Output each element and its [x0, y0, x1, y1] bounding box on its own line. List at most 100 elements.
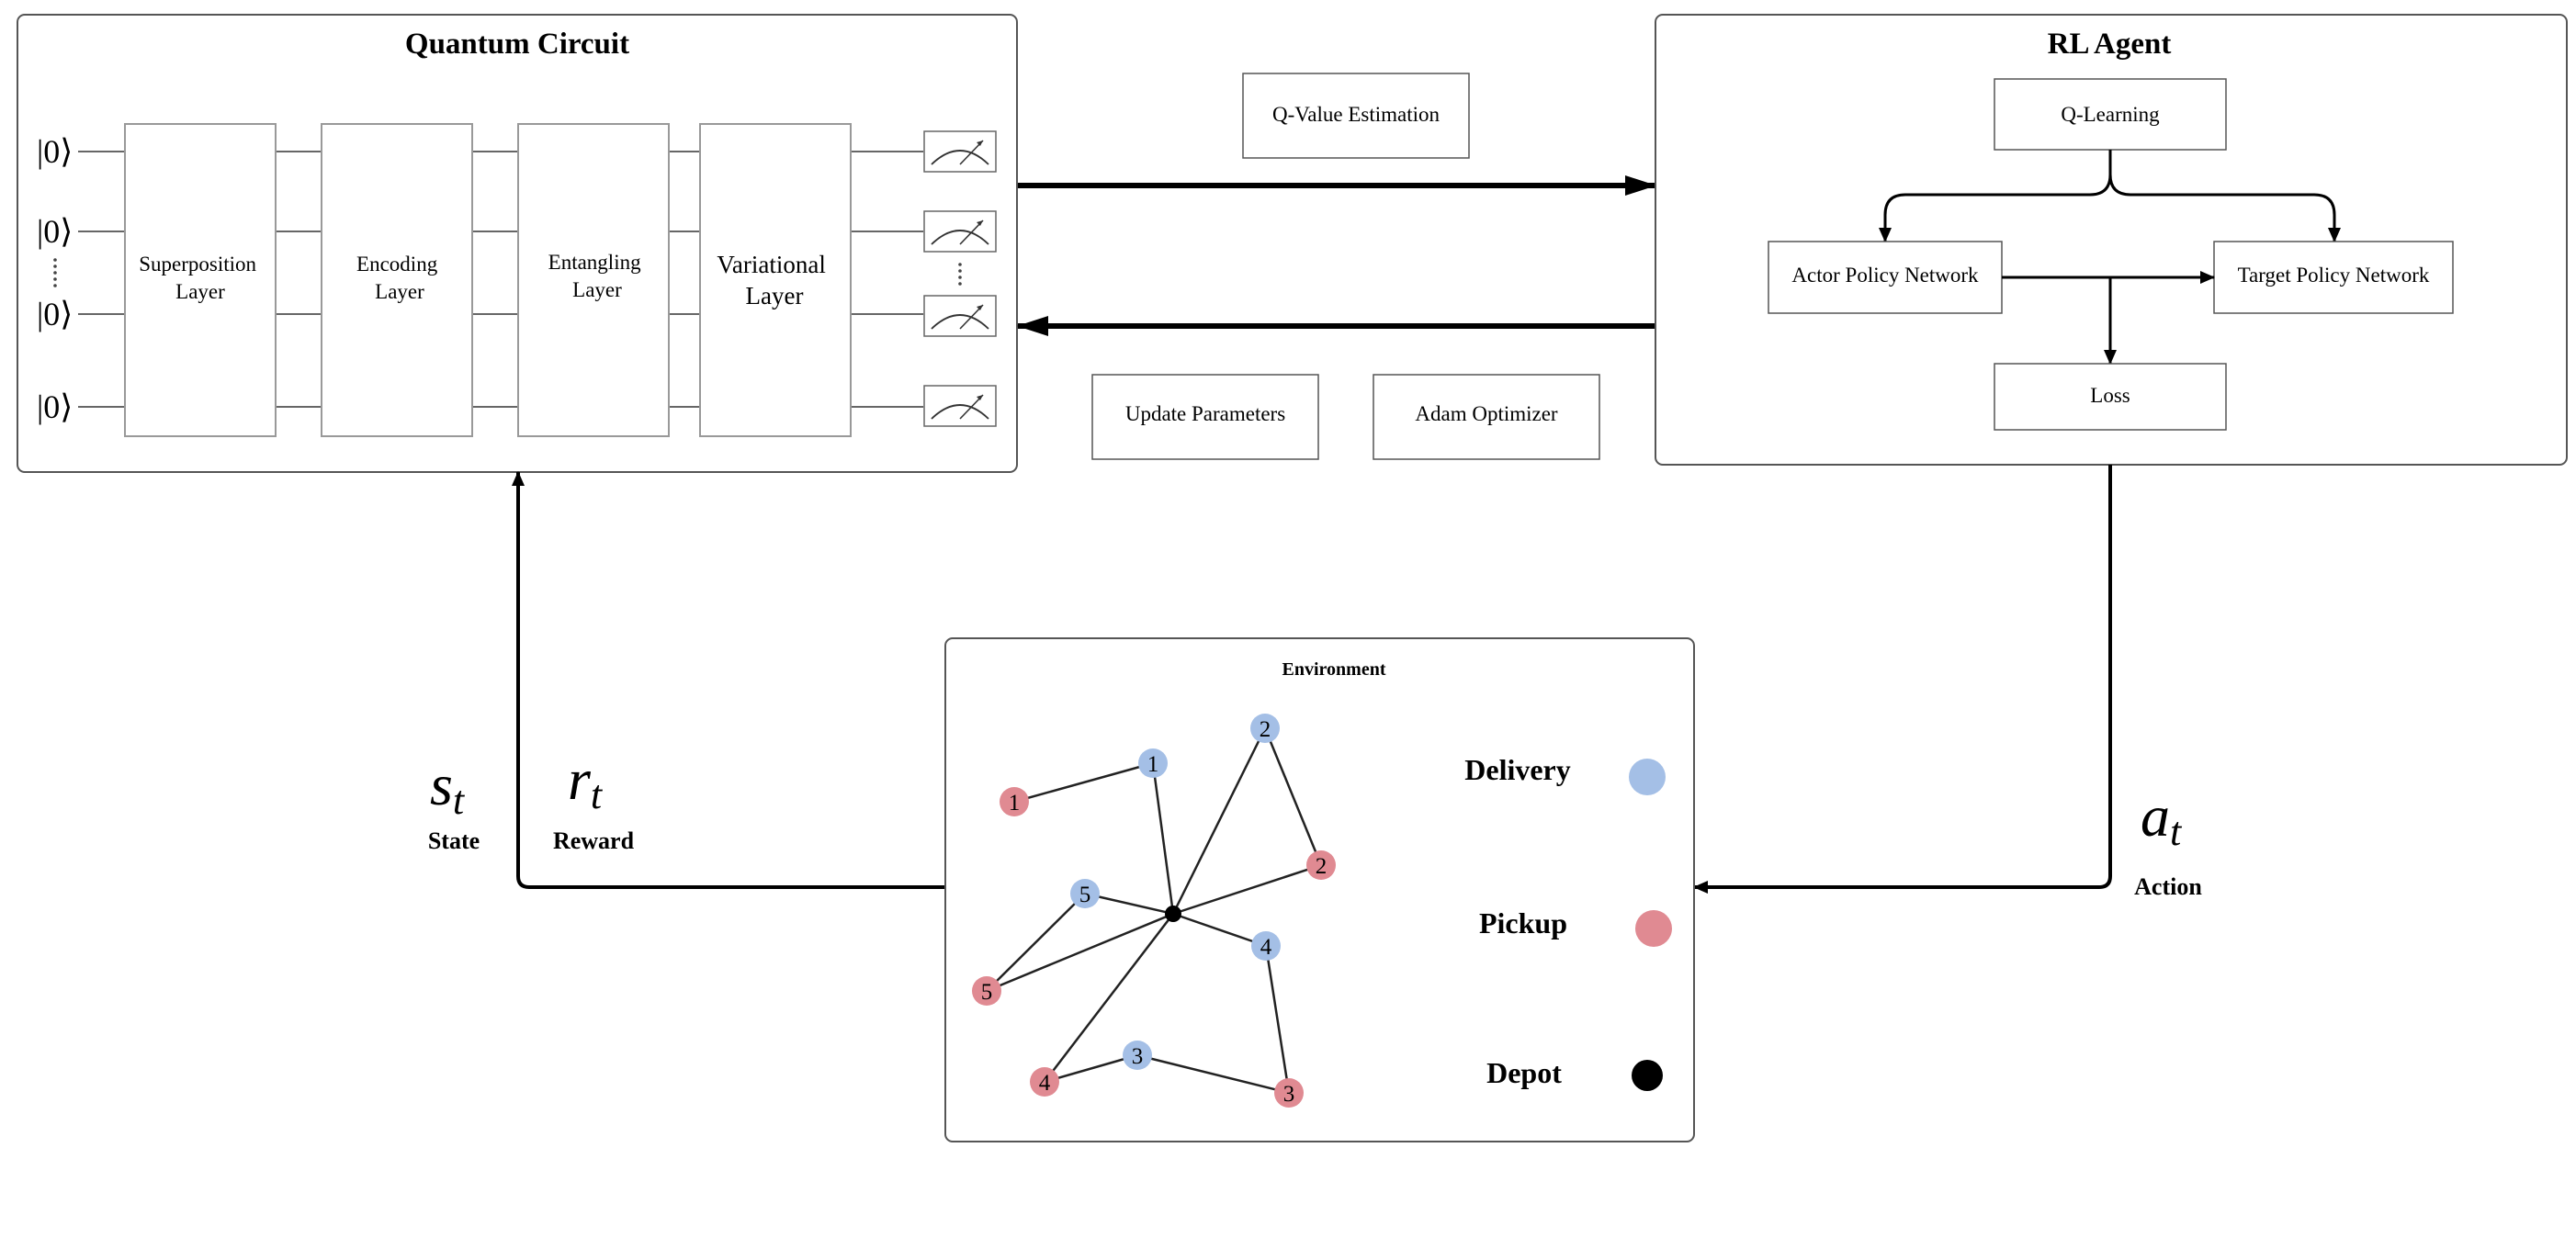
svg-text:Variational Layer: Variational Layer: [717, 251, 831, 309]
pickup-node: 1: [1000, 787, 1029, 816]
legend: Delivery Pickup Depot: [1464, 753, 1672, 1091]
graph-edge: [1084, 892, 1174, 916]
legend-label-delivery: Delivery: [1464, 753, 1571, 786]
node-circle: [1030, 1067, 1059, 1097]
qubit-label: |0⟩: [37, 213, 73, 250]
node-label: 4: [1260, 935, 1272, 960]
measurement-icon: [923, 385, 997, 427]
branch-to-actor: [1879, 150, 2112, 242]
depot-node: [1165, 906, 1181, 922]
svg-text:Superposition Layer: Superposition Layer: [139, 253, 262, 303]
node-circle: [1251, 931, 1281, 961]
loss-label: Loss: [2090, 384, 2130, 407]
qubit-label: |0⟩: [37, 296, 73, 332]
graph-edge: [1263, 727, 1323, 866]
node-label: 2: [1316, 854, 1328, 879]
node-circle: [1070, 879, 1100, 908]
state-symbol: st: [430, 752, 466, 823]
graph-edge: [1172, 863, 1322, 916]
layer-label-line: Encoding: [356, 253, 438, 276]
delivery-node: 5: [1070, 879, 1100, 908]
adam-optimizer-label: Adam Optimizer: [1415, 402, 1558, 425]
branch-to-target: [2108, 150, 2341, 242]
node-label: 3: [1132, 1044, 1144, 1069]
delivery-node: 4: [1251, 931, 1281, 961]
node-circle: [1274, 1078, 1304, 1108]
actor-policy-box: Actor Policy Network: [1768, 241, 2003, 314]
loss-box: Loss: [1994, 363, 2227, 431]
legend-swatch-depot: [1632, 1060, 1663, 1091]
target-policy-box: Target Policy Network: [2213, 241, 2454, 314]
entangling-layer: Entangling Layer: [517, 123, 670, 437]
pickup-node: 4: [1030, 1067, 1059, 1097]
graph-edge: [1172, 912, 1267, 948]
action-symbol: at: [2141, 783, 2183, 854]
node-label: 1: [1009, 791, 1021, 816]
qubit-ellipsis: [53, 258, 57, 287]
reward-label: Reward: [553, 827, 635, 854]
state-reward-arrow: [512, 471, 945, 889]
measurement-icon: [923, 210, 997, 253]
layer-label-line: Layer: [746, 282, 804, 309]
q-learning-label: Q-Learning: [2061, 103, 2160, 126]
measurement-icon: [923, 295, 997, 337]
quantum-circuit-panel: Quantum Circuit |0⟩ |0⟩ |0⟩ |0⟩ Superpos…: [17, 14, 1018, 473]
node-circle: [1138, 748, 1168, 778]
actor-policy-label: Actor Policy Network: [1791, 264, 1979, 287]
node-circle: [972, 976, 1001, 1006]
legend-label-depot: Depot: [1486, 1056, 1562, 1089]
node-label: 5: [981, 980, 993, 1005]
qubit-label: |0⟩: [37, 388, 73, 425]
q-value-estimation-box: Q-Value Estimation: [1242, 73, 1470, 159]
layer-label-line: Variational: [717, 251, 825, 278]
graph-edge: [1044, 913, 1174, 1083]
svg-text:Entangling Layer: Entangling Layer: [548, 251, 647, 301]
pickup-node: 2: [1306, 850, 1336, 880]
superposition-layer: Superposition Layer: [124, 123, 277, 437]
node-label: 1: [1147, 752, 1159, 777]
qubit-label: |0⟩: [37, 133, 73, 170]
target-policy-label: Target Policy Network: [2238, 264, 2430, 287]
node-circle: [1123, 1041, 1152, 1070]
state-label: State: [428, 827, 480, 854]
action-arrow: [1693, 465, 2112, 894]
graph-edges: [986, 727, 1323, 1095]
graph-edge: [1264, 945, 1291, 1094]
q-learning-box: Q-Learning: [1994, 78, 2227, 151]
environment-frame: [944, 637, 1695, 1142]
node-label: 3: [1283, 1082, 1295, 1107]
graph-edge: [986, 912, 1174, 993]
graph-edge: [1151, 762, 1175, 915]
adam-optimizer-box: Adam Optimizer: [1373, 374, 1600, 460]
graph-edge: [1136, 1053, 1290, 1095]
layer-label-line: Layer: [175, 280, 225, 303]
graph-edge: [1171, 727, 1267, 915]
node-circle: [1000, 787, 1029, 816]
reward-symbol: rt: [568, 747, 604, 817]
graph-edge: [986, 893, 1086, 992]
legend-label-pickup: Pickup: [1479, 906, 1567, 940]
legend-swatch-pickup: [1635, 910, 1672, 947]
pickup-node: 3: [1274, 1078, 1304, 1108]
node-label: 2: [1260, 717, 1271, 742]
layer-label-line: Layer: [572, 278, 622, 301]
layer-label-line: Entangling: [548, 251, 641, 274]
node-label: 5: [1079, 883, 1091, 907]
rl-agent-panel: RL Agent Q-Learning Actor Policy Network…: [1655, 14, 2568, 466]
layer-label-line: Superposition: [139, 253, 256, 276]
graph-edge: [1013, 761, 1154, 804]
update-parameters-box: Update Parameters: [1091, 374, 1319, 460]
environment-title: Environment: [1282, 659, 1386, 680]
variational-layer: Variational Layer: [699, 123, 852, 437]
update-parameters-label: Update Parameters: [1125, 402, 1285, 425]
measurement-icon: [923, 130, 997, 173]
quantum-circuit-title: Quantum Circuit: [405, 28, 629, 61]
node-circle: [1250, 714, 1280, 743]
q-value-estimation-label: Q-Value Estimation: [1272, 103, 1441, 126]
node-circle: [1165, 906, 1181, 922]
delivery-node: 2: [1250, 714, 1280, 743]
graph-nodes: 1 2 3 4 5 1 2 3 4 5: [972, 714, 1336, 1108]
legend-swatch-delivery: [1629, 759, 1666, 795]
svg-text:Encoding Layer: Encoding Layer: [356, 253, 443, 303]
graph-edge: [1044, 1053, 1138, 1084]
